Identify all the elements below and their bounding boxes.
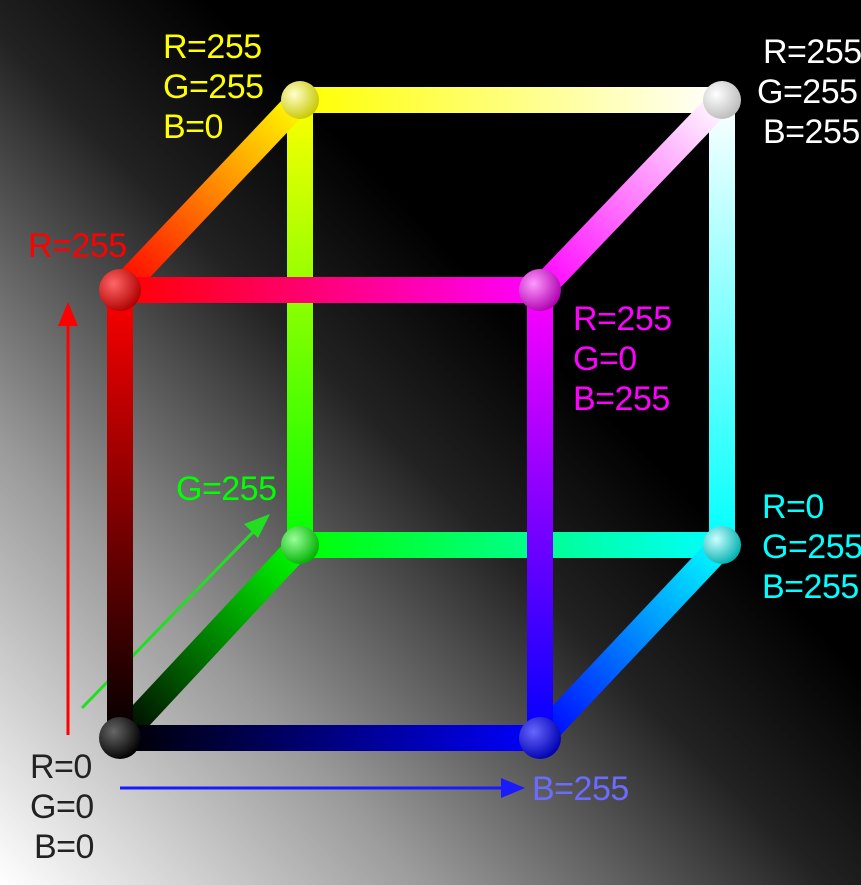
label-cyan-b: B=255: [762, 568, 859, 606]
corner-sphere-cyan: [703, 526, 741, 564]
corner-sphere-white: [703, 81, 741, 119]
label-white-corner: R=255 G=255 B=255: [757, 33, 861, 151]
label-magenta-r: R=255: [573, 300, 672, 338]
label-yellow-g: G=255: [163, 68, 264, 106]
label-white-b: B=255: [763, 113, 860, 151]
corner-sphere-black: [99, 717, 141, 759]
corner-sphere-magenta: [519, 269, 561, 311]
label-magenta-g: G=0: [573, 340, 637, 378]
label-red-corner: R=255: [28, 227, 127, 265]
label-yellow-r: R=255: [163, 28, 262, 66]
corner-sphere-blue: [519, 717, 561, 759]
label-black-g: G=0: [30, 788, 94, 826]
corner-sphere-yellow: [281, 81, 319, 119]
label-black-r: R=0: [30, 748, 92, 786]
label-black-corner: R=0 G=0 B=0: [30, 748, 94, 866]
corner-sphere-red: [99, 269, 141, 311]
label-yellow-b: B=0: [163, 108, 223, 146]
label-white-g: G=255: [757, 73, 858, 111]
label-white-r: R=255: [763, 33, 861, 71]
label-black-b: B=0: [34, 828, 94, 866]
label-cyan-r: R=0: [762, 488, 824, 526]
label-green-corner: G=255: [176, 470, 277, 508]
label-magenta-b: B=255: [573, 380, 670, 418]
label-cyan-g: G=255: [762, 528, 861, 566]
corner-sphere-green: [281, 526, 319, 564]
label-blue-corner: B=255: [532, 770, 629, 808]
